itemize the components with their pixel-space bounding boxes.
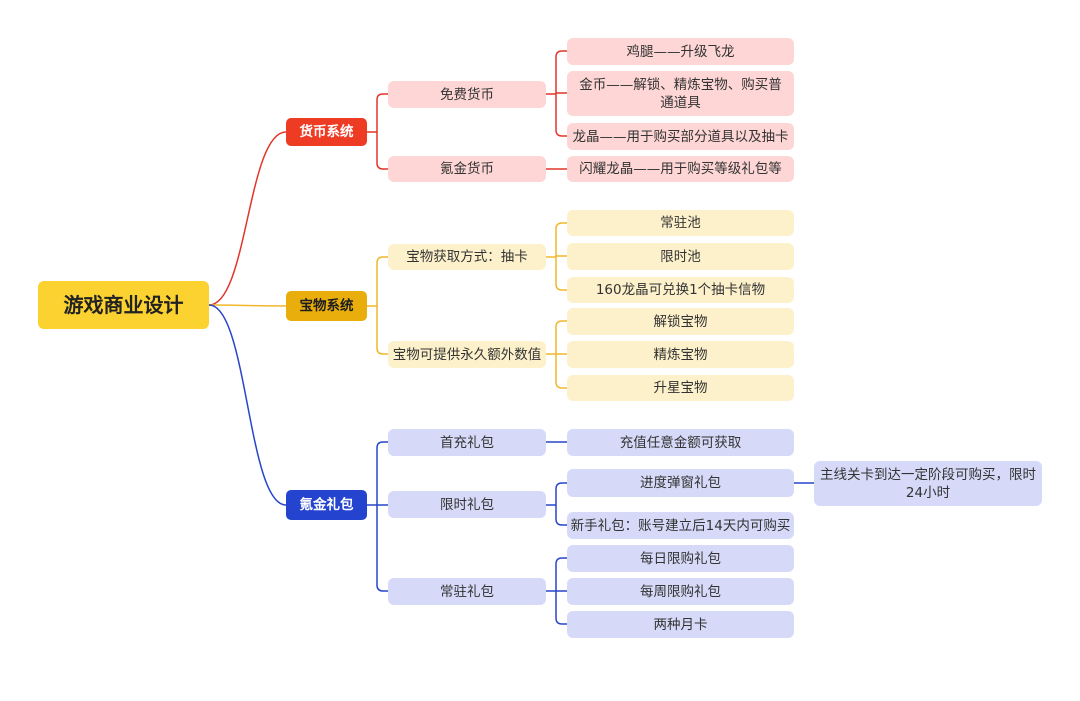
bracket-line: [546, 482, 567, 526]
treasure-acquire-node[interactable]: 宝物获取方式：抽卡: [388, 244, 546, 270]
unlock-treasure-node[interactable]: 解锁宝物: [567, 308, 794, 335]
first-charge-pack-node[interactable]: 首充礼包: [388, 429, 546, 456]
currency-branch-lines: [208, 50, 567, 306]
connector-line: [208, 131, 287, 306]
free-currency-node[interactable]: 免费货币: [388, 81, 546, 108]
bracket-line: [546, 222, 567, 291]
gold-coin-node[interactable]: 金币——解锁、精炼宝物、购买普通道具: [567, 71, 794, 116]
treasure-branch-lines: [208, 222, 567, 389]
shiny-dragon-crystal-node[interactable]: 闪耀龙晶——用于购买等级礼包等: [567, 156, 794, 182]
daily-limited-pack-node[interactable]: 每日限购礼包: [567, 545, 794, 572]
krypton-currency-node[interactable]: 氪金货币: [388, 156, 546, 182]
dragon-crystal-node[interactable]: 龙晶——用于购买部分道具以及抽卡: [567, 123, 794, 150]
permanent-pool-node[interactable]: 常驻池: [567, 210, 794, 236]
regular-pack-node[interactable]: 常驻礼包: [388, 578, 546, 605]
weekly-limited-pack-node[interactable]: 每周限购礼包: [567, 578, 794, 605]
connector-line: [208, 304, 287, 307]
bracket-line: [546, 557, 567, 625]
refine-treasure-node[interactable]: 精炼宝物: [567, 341, 794, 368]
crystal-exchange-node[interactable]: 160龙晶可兑换1个抽卡信物: [567, 277, 794, 303]
newbie-pack-node[interactable]: 新手礼包：账号建立后14天内可购买: [567, 512, 794, 539]
progress-pack-detail-node[interactable]: 主线关卡到达一定阶段可购买，限时24小时: [814, 461, 1042, 506]
bracket-line: [367, 256, 388, 355]
monthly-card-node[interactable]: 两种月卡: [567, 611, 794, 638]
bracket-line: [367, 441, 388, 592]
currency-system-node[interactable]: 货币系统: [286, 118, 367, 146]
connector-line: [208, 304, 287, 506]
treasure-system-node[interactable]: 宝物系统: [286, 291, 367, 321]
star-up-treasure-node[interactable]: 升星宝物: [567, 375, 794, 401]
chicken-leg-node[interactable]: 鸡腿——升级飞龙: [567, 38, 794, 65]
bracket-line: [546, 320, 567, 389]
root-node[interactable]: 游戏商业设计: [38, 281, 209, 329]
bracket-line: [367, 93, 388, 170]
limited-pack-node[interactable]: 限时礼包: [388, 491, 546, 518]
treasure-value-node[interactable]: 宝物可提供永久额外数值: [388, 341, 546, 368]
packs-branch-lines: [208, 304, 814, 625]
bracket-line: [546, 50, 567, 137]
first-charge-detail-node[interactable]: 充值任意金额可获取: [567, 429, 794, 456]
krypton-packs-node[interactable]: 氪金礼包: [286, 490, 367, 520]
limited-pool-node[interactable]: 限时池: [567, 243, 794, 270]
progress-popup-pack-node[interactable]: 进度弹窗礼包: [567, 469, 794, 497]
